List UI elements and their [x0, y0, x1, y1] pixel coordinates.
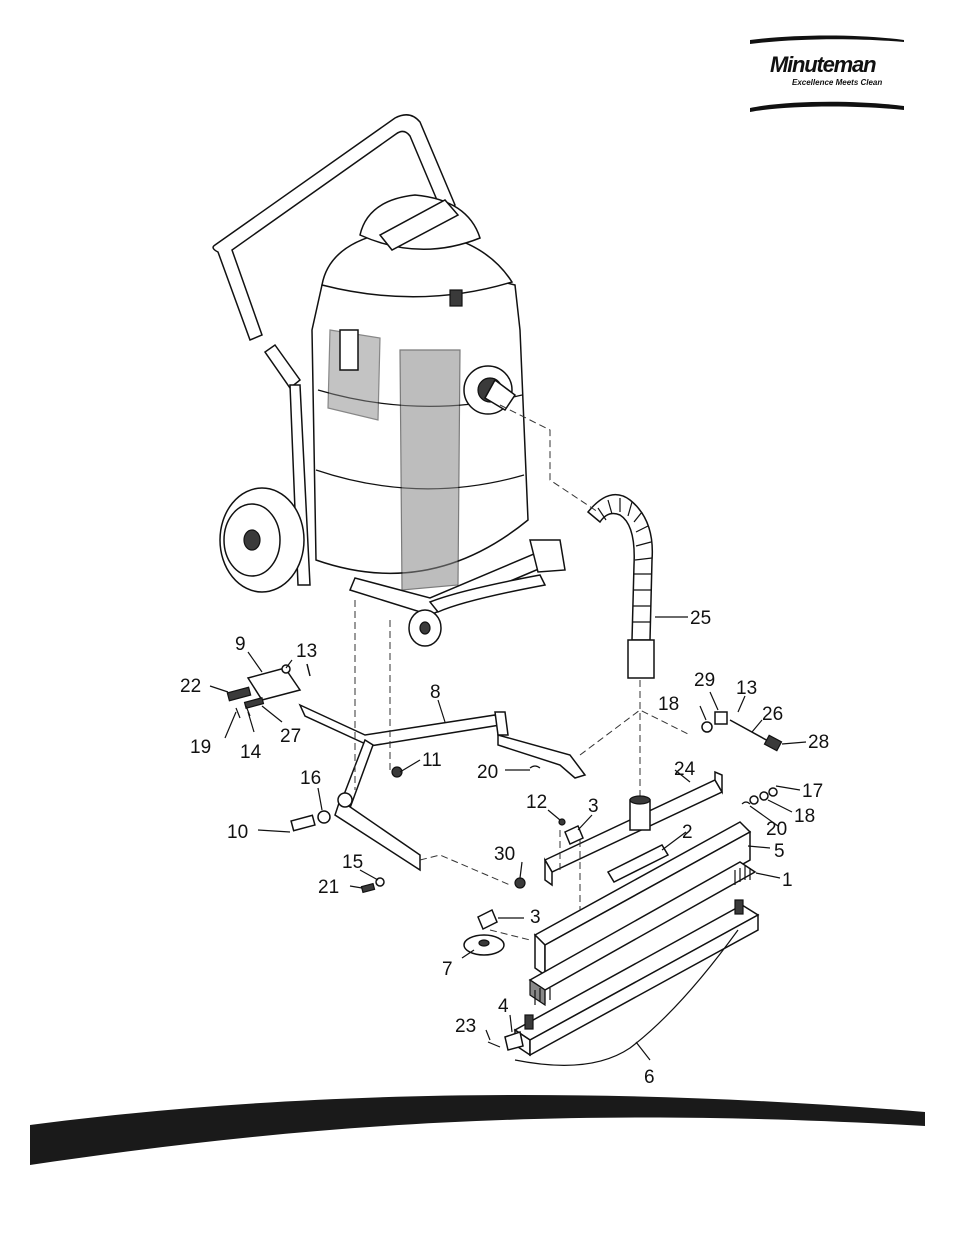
part-4-end-cap [505, 1032, 523, 1050]
callout-20b: 20 [766, 819, 787, 840]
callout-14: 14 [240, 742, 262, 763]
callout-18b: 18 [794, 806, 815, 827]
callout-16: 16 [300, 768, 321, 789]
part-29-fitting [715, 712, 727, 724]
part-20-clip-lower [742, 802, 750, 804]
part-8-link-arm [300, 705, 500, 746]
part-28-knob [764, 735, 781, 750]
callout-13b: 13 [736, 678, 757, 699]
callout-1: 1 [782, 870, 793, 891]
callout-10: 10 [227, 822, 248, 843]
part-10-bolt [291, 815, 315, 830]
callout-22: 22 [180, 676, 201, 697]
tank-front-panel [400, 350, 460, 590]
part-9-bracket [248, 668, 300, 700]
callout-7: 7 [442, 959, 453, 980]
callout-21: 21 [318, 877, 339, 898]
callout-25: 25 [690, 608, 711, 629]
callout-12: 12 [526, 792, 547, 813]
part-18-washer-upper [702, 722, 712, 732]
callout-9: 9 [235, 634, 246, 655]
callout-11: 11 [422, 750, 442, 771]
callout-28: 28 [808, 732, 829, 753]
lid-latch [340, 330, 358, 370]
callout-20a: 20 [477, 762, 498, 783]
callout-26: 26 [762, 704, 783, 725]
callout-6: 6 [644, 1067, 655, 1088]
part-21-screw [361, 884, 374, 893]
callout-30: 30 [494, 844, 515, 865]
footer-swoosh [30, 1095, 925, 1165]
caster-hub [420, 622, 430, 634]
part-18-washer-lower [750, 796, 758, 804]
part-17-spacer [760, 792, 768, 800]
callout-19: 19 [190, 737, 211, 758]
part-16-washer [318, 811, 330, 823]
flexible-hose [588, 495, 652, 640]
handle-clamp [265, 345, 300, 388]
part-30-nut [515, 878, 525, 888]
callout-29: 29 [694, 670, 715, 691]
squeegee-assembly-illustration [464, 712, 782, 1065]
callout-27: 27 [280, 726, 301, 747]
callout-3b: 3 [530, 907, 541, 928]
part-27-pin [245, 698, 264, 708]
part-23-screw [488, 1042, 500, 1047]
part-8-link-end [498, 735, 585, 778]
part-22-bolt [227, 687, 250, 700]
part-20-clip [530, 766, 540, 768]
power-switch [450, 290, 462, 306]
vacuum-unit-illustration [213, 115, 565, 646]
callout-15: 15 [342, 852, 363, 873]
callout-4: 4 [498, 996, 509, 1017]
part-3-clip-lower [478, 910, 497, 929]
callout-13a: 13 [296, 641, 317, 662]
callout-3a: 3 [588, 796, 599, 817]
callout-2: 2 [682, 822, 693, 843]
housing-stud [735, 900, 743, 914]
callout-18a: 18 [658, 694, 679, 715]
callout-24: 24 [674, 759, 696, 780]
callout-5: 5 [774, 841, 785, 862]
callout-23: 23 [455, 1016, 476, 1037]
hose-cuff [628, 640, 654, 678]
rear-wheel-hub [244, 530, 260, 550]
callout-17: 17 [802, 781, 823, 802]
callout-8: 8 [430, 682, 441, 703]
